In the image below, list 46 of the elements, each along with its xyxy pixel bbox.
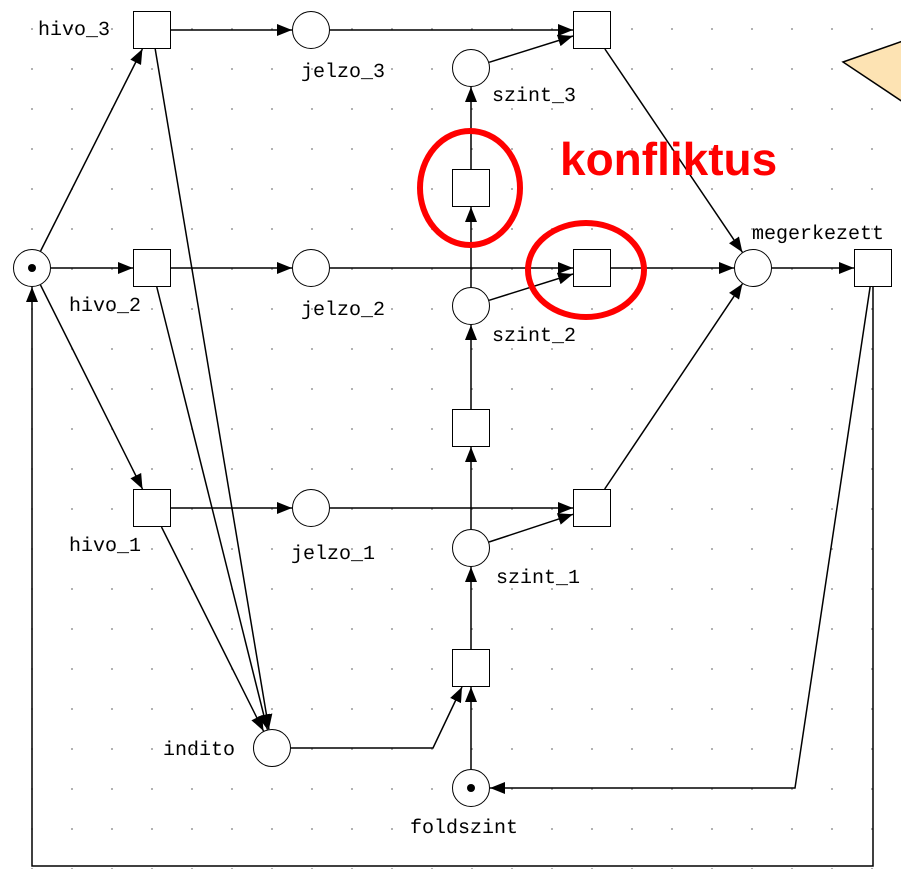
transition-box	[452, 649, 490, 687]
arc-arrow	[465, 447, 477, 529]
place-label: jelzo_2	[301, 301, 386, 321]
place-label: szint_1	[496, 569, 580, 589]
arc-arrow	[330, 262, 573, 274]
transition-box	[452, 169, 490, 207]
arc-arrow	[26, 287, 874, 867]
place-label: megerkezett	[752, 225, 884, 245]
transition-label: hivo_2	[69, 297, 142, 317]
arc-arrow	[611, 262, 734, 274]
arc-arrow	[156, 286, 270, 730]
arc-arrow	[465, 207, 477, 287]
arc-arrow	[465, 325, 477, 409]
arc-arrow	[51, 262, 133, 274]
arc-arrow	[772, 262, 854, 274]
transition-box	[452, 409, 490, 447]
arc-arrow	[171, 262, 292, 274]
arc-arrow	[465, 567, 477, 649]
transition-label: hivo_1	[69, 537, 142, 557]
transition-box	[573, 11, 611, 49]
transition-box	[573, 489, 611, 527]
arc-arrow	[488, 513, 574, 543]
transition-label: hivo_3	[38, 21, 110, 41]
place-label: jelzo_1	[291, 545, 376, 565]
arc-arrow	[330, 502, 573, 514]
arc-arrow	[465, 87, 477, 169]
place-label: jelzo_3	[301, 63, 386, 83]
arc-arrow	[171, 502, 292, 514]
arc-arrow	[171, 24, 292, 36]
arc-arrow	[154, 48, 272, 730]
place-label: indito	[163, 741, 236, 761]
place-label: szint_3	[492, 87, 576, 107]
arc-arrow	[490, 286, 871, 794]
arc-arrow	[40, 284, 144, 490]
arc-arrow	[291, 686, 463, 749]
arc-arrow	[488, 34, 574, 64]
transition-box	[854, 249, 892, 287]
arc-arrow	[330, 24, 573, 36]
arc-arrow	[604, 283, 744, 490]
arc-arrow	[160, 526, 264, 732]
place-label: foldszint	[410, 819, 518, 839]
arc-arrow	[40, 48, 144, 252]
transition-box	[573, 249, 611, 287]
place-label: szint_2	[492, 327, 576, 347]
arc-arrow	[465, 687, 477, 769]
arc-arrow	[488, 272, 574, 302]
